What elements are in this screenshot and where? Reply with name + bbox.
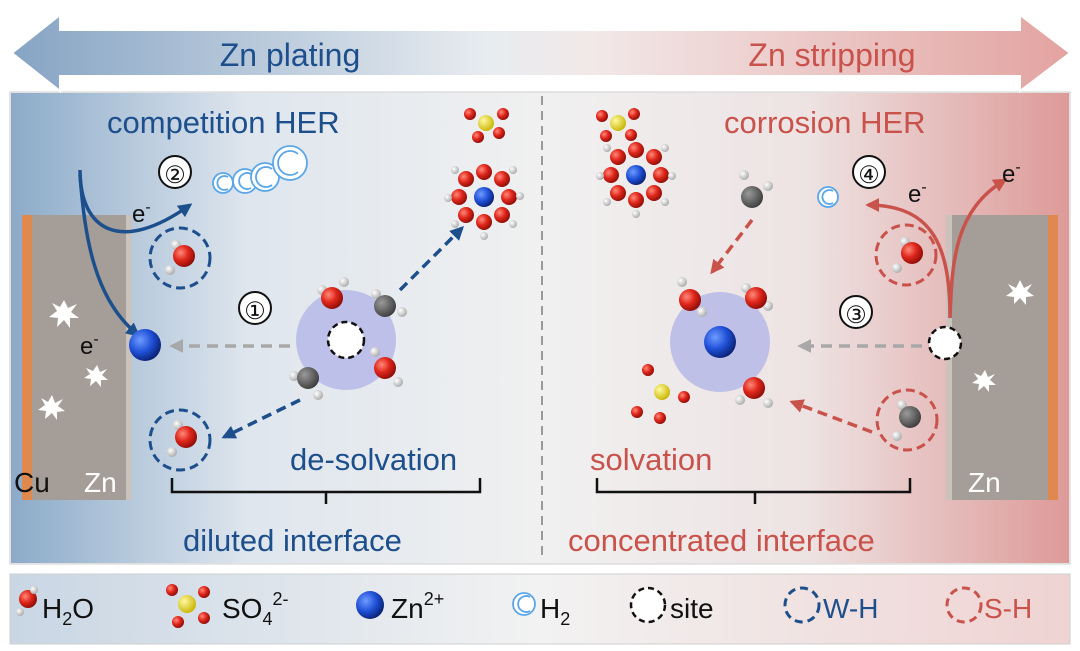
copper-layer bbox=[22, 215, 32, 500]
electron-path-deposition bbox=[78, 174, 141, 337]
corrosion-her-title: corrosion HER bbox=[724, 105, 926, 140]
desolvation-arrow-up bbox=[398, 226, 464, 292]
zn-ion-solvated bbox=[704, 326, 736, 358]
shell-water bbox=[370, 347, 403, 387]
desolvation-arrow-down bbox=[221, 398, 301, 439]
svg-text:Zn2+: Zn2+ bbox=[391, 589, 444, 624]
zn-plating-label: Zn plating bbox=[220, 37, 361, 73]
water-icon bbox=[16, 586, 38, 616]
solvation-shell-right bbox=[631, 277, 773, 424]
shell-sulfate bbox=[631, 364, 690, 424]
zn-ion-icon bbox=[356, 591, 384, 619]
sh-ring-icon bbox=[945, 586, 983, 624]
wh-water-top bbox=[148, 226, 212, 290]
zn-ion-deposited bbox=[129, 329, 161, 361]
zinc-layer-right bbox=[952, 215, 1048, 500]
h2-bubbles-left bbox=[212, 145, 308, 194]
shell-water bbox=[317, 277, 349, 309]
svg-text:H2O: H2O bbox=[42, 593, 94, 629]
de-solvation-label: de-solvation bbox=[290, 442, 457, 477]
solvation-shell-left bbox=[289, 277, 407, 400]
svg-text:W-H: W-H bbox=[823, 593, 878, 624]
electron-label-top: e- bbox=[132, 199, 151, 228]
step-4-marker: ④ bbox=[852, 155, 886, 189]
right-electrode: Zn bbox=[946, 215, 1058, 500]
shell-ch bbox=[371, 289, 407, 317]
surface-defect-star bbox=[38, 300, 108, 420]
wh-water-bottom bbox=[148, 408, 212, 472]
h2-bubble-right bbox=[817, 186, 839, 208]
svg-text:H2: H2 bbox=[540, 593, 570, 629]
legend-zn: Zn2+ bbox=[356, 589, 444, 624]
shell-water bbox=[677, 277, 707, 317]
legend-so4: SO42- bbox=[166, 584, 289, 629]
site-vacancy bbox=[326, 320, 366, 360]
electron-label-mid: e- bbox=[908, 179, 927, 208]
surface-defect-star bbox=[972, 280, 1034, 392]
svg-text:SO42-: SO42- bbox=[222, 589, 289, 629]
competition-her-title: competition HER bbox=[107, 105, 340, 140]
diluted-interface-label: diluted interface bbox=[183, 523, 402, 558]
electron-path-corrosion bbox=[865, 198, 952, 319]
hydrated-zn-complex-right bbox=[596, 108, 676, 218]
h2-bubble-icon bbox=[512, 592, 536, 616]
ch-molecule-top bbox=[739, 170, 773, 208]
concentrated-interface-label: concentrated interface bbox=[568, 523, 875, 558]
hydrated-zn-complex-left bbox=[444, 108, 524, 240]
electron-label-top-right: e- bbox=[1002, 159, 1021, 188]
label-zn-left: Zn bbox=[84, 467, 117, 498]
sh-ch-bottom bbox=[875, 388, 939, 452]
electron-path-release bbox=[948, 178, 1008, 319]
svg-text:S-H: S-H bbox=[984, 593, 1032, 624]
svg-text:②: ② bbox=[164, 162, 186, 189]
legend-sh: S-H bbox=[945, 586, 1032, 624]
step-2-marker: ② bbox=[158, 155, 192, 189]
interface-bracket-left bbox=[170, 478, 482, 504]
legend-wh: W-H bbox=[783, 586, 878, 624]
solvation-arrow-top bbox=[710, 218, 754, 275]
svg-text:③: ③ bbox=[845, 302, 867, 329]
shell-water bbox=[735, 377, 773, 408]
legend-site: site bbox=[629, 586, 714, 624]
sulfate-icon bbox=[166, 584, 210, 628]
left-electrode: Cu Zn bbox=[14, 215, 132, 500]
label-cu: Cu bbox=[14, 467, 50, 498]
interface-bracket-right bbox=[595, 478, 912, 504]
shell-water bbox=[741, 283, 773, 311]
step-3-marker: ③ bbox=[839, 295, 873, 329]
shell-ch bbox=[289, 367, 323, 400]
zinc-layer bbox=[32, 215, 130, 500]
svg-text:site: site bbox=[670, 593, 714, 624]
solvation-label: solvation bbox=[590, 442, 712, 477]
copper-layer-right bbox=[1048, 215, 1058, 500]
svg-text:④: ④ bbox=[858, 162, 880, 189]
site-on-electrode bbox=[927, 325, 963, 361]
svg-text:①: ① bbox=[244, 298, 266, 325]
label-zn-right: Zn bbox=[968, 467, 1001, 498]
legend-h2o: H2O bbox=[16, 586, 94, 629]
header-double-arrow: Zn plating Zn stripping bbox=[10, 12, 1072, 94]
site-icon bbox=[629, 586, 667, 624]
zn-stripping-label: Zn stripping bbox=[748, 37, 915, 73]
wh-ring-icon bbox=[783, 586, 821, 624]
step-1-marker: ① bbox=[238, 291, 272, 325]
sh-water-top bbox=[874, 223, 938, 287]
electron-label-bottom: e- bbox=[80, 331, 99, 360]
legend-h2: H2 bbox=[512, 592, 570, 629]
solvation-arrow-bottom bbox=[789, 399, 873, 434]
